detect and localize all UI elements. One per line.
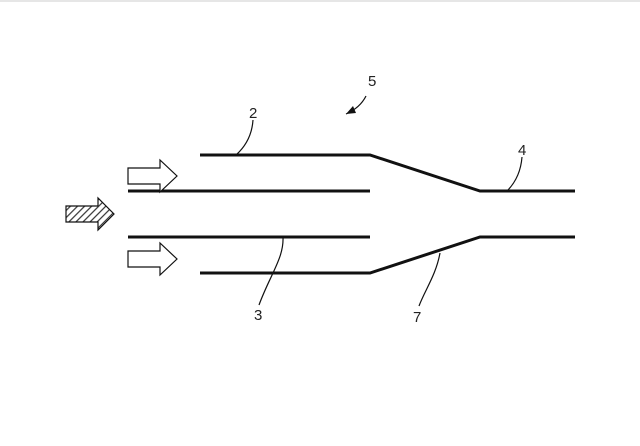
leader-line-3 — [259, 237, 283, 305]
arrowhead-icon — [346, 106, 356, 114]
ref-label-4: 4 — [518, 142, 526, 159]
outline-arrow-icon — [128, 160, 177, 192]
hatched-arrow-icon — [66, 198, 114, 230]
leader-line-4 — [507, 157, 522, 191]
leader-line-2 — [236, 120, 253, 155]
ref-label-7: 7 — [413, 309, 421, 326]
outline-arrow-icon — [128, 243, 177, 275]
lower-outer-wall-3 — [200, 237, 575, 273]
ref-label-5: 5 — [368, 73, 376, 90]
leader-line-7 — [419, 253, 440, 306]
ref-label-3: 3 — [254, 307, 262, 324]
ref-label-2: 2 — [249, 105, 257, 122]
